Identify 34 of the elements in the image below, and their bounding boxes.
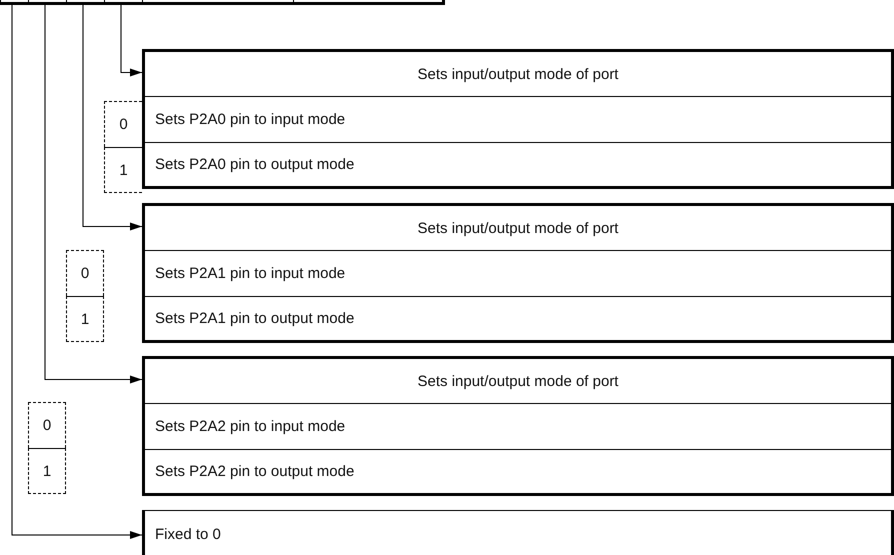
table-row — [142, 510, 894, 555]
cell-text: Sets input/output mode of port — [418, 372, 618, 390]
table-row — [142, 296, 894, 343]
cell-text: Fixed to 0 — [155, 526, 221, 542]
cell-text: Sets P2A0 pin to output mode — [155, 156, 354, 173]
table-row — [142, 250, 894, 296]
cell-text: 0 — [80, 265, 90, 282]
arrow — [82, 4, 142, 230]
table-header-row — [142, 203, 894, 250]
bit-value-cell — [28, 448, 66, 494]
cell-text: Sets P2A2 pin to output mode — [155, 463, 354, 480]
cell-text: Sets input/output mode of port — [418, 66, 618, 82]
cell-text: Sets P2A1 pin to input mode — [155, 265, 346, 282]
arrow — [44, 4, 142, 384]
cell-text: 0 — [42, 417, 52, 434]
arrow — [12, 4, 142, 539]
table-header-row — [142, 356, 894, 403]
table-header-row — [142, 49, 894, 96]
cell-text: Sets input/output mode of port — [418, 220, 618, 236]
bit-value-cell — [28, 402, 66, 448]
cell-text: 0 — [119, 116, 128, 133]
cell-text: 1 — [119, 162, 128, 178]
table-row — [142, 96, 894, 142]
cell-text: 1 — [80, 310, 90, 328]
cell-text: Sets P2A0 pin to input mode — [155, 111, 346, 128]
table-row — [142, 449, 894, 496]
bit-value-cell — [66, 250, 104, 296]
table-row — [142, 403, 894, 449]
table-row — [142, 142, 894, 189]
arrow — [120, 4, 142, 76]
cell-text: Sets P2A1 pin to output mode — [155, 310, 354, 327]
cell-text: Sets P2A2 pin to input mode — [155, 418, 346, 435]
cell-text: 1 — [42, 462, 52, 480]
bit-value-cell — [66, 296, 104, 342]
